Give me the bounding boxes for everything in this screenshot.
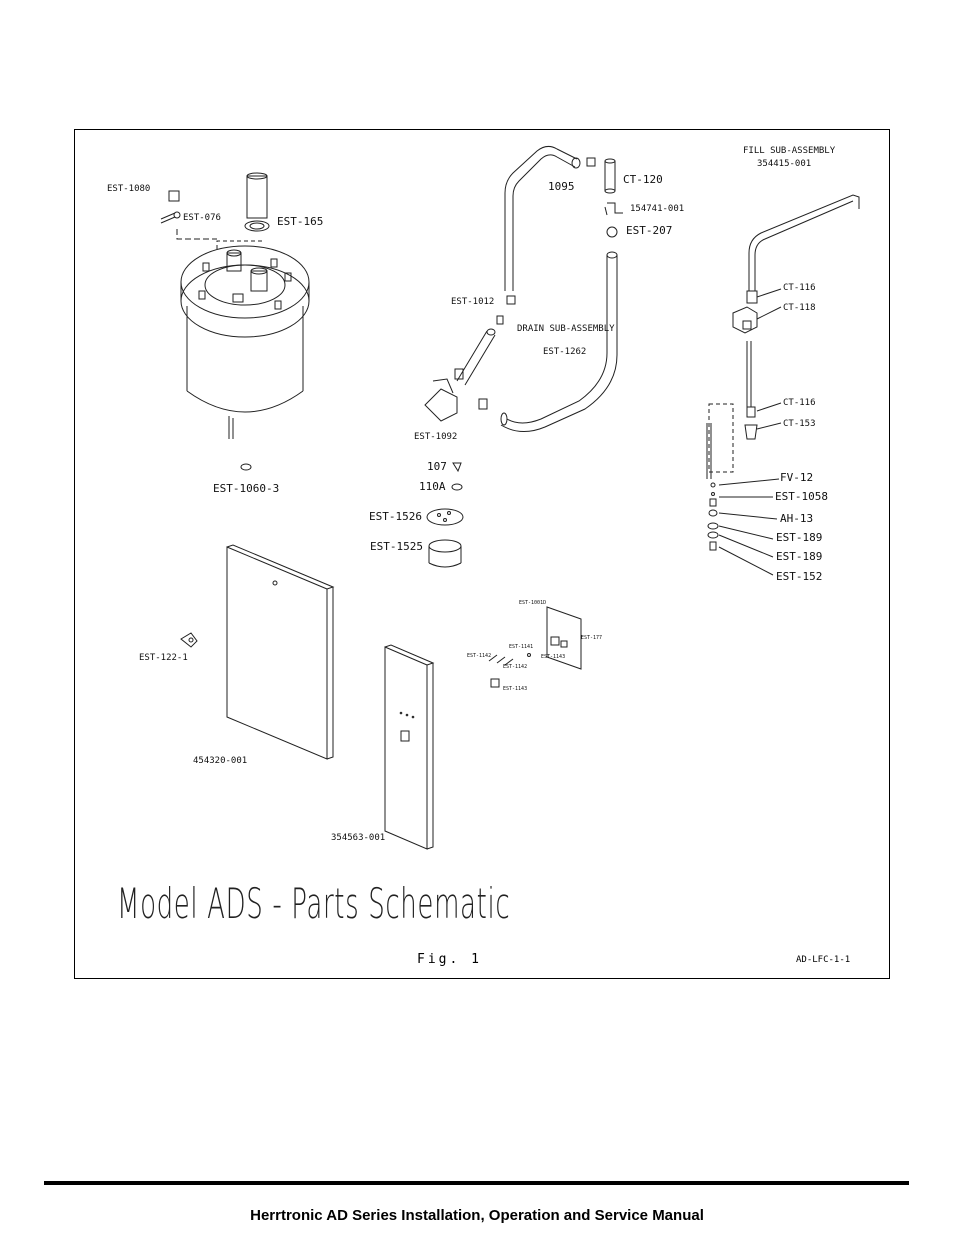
label-est-1141: EST-1141 (509, 644, 534, 650)
label-est-1143-b: EST-1143 (503, 686, 528, 692)
label-ct-116-b: CT-116 (783, 398, 816, 408)
label-fill-sub-number: 354415-001 (757, 159, 812, 169)
label-est-1060-3: EST-1060-3 (213, 482, 280, 495)
label-est-1012: EST-1012 (451, 297, 495, 307)
label-ct-120: CT-120 (623, 173, 663, 186)
label-est-1526: EST-1526 (369, 510, 422, 523)
label-ct-118: CT-118 (783, 303, 816, 313)
label-est-1143-a: EST-1143 (541, 654, 566, 660)
footer-manual-title: Herrtronic AD Series Installation, Opera… (250, 1207, 704, 1224)
label-est-1525: EST-1525 (370, 540, 423, 553)
label-154741-001: 154741-001 (630, 204, 685, 214)
label-est-1058: EST-1058 (775, 490, 828, 503)
label-est-152: EST-152 (776, 570, 823, 583)
drain-pipe-assembly (424, 145, 623, 568)
fill-sub-assembly (706, 194, 860, 576)
footer-rule (44, 1181, 909, 1185)
label-est-177: EST-177 (581, 635, 603, 641)
label-454320-001: 454320-001 (193, 756, 248, 766)
label-est-1262: EST-1262 (543, 347, 587, 357)
label-ct-153: CT-153 (783, 419, 816, 429)
label-est-165: EST-165 (277, 215, 324, 228)
label-est-1142-a: EST-1142 (467, 653, 492, 659)
label-1095: 1095 (548, 180, 575, 193)
label-est-1080: EST-1080 (107, 184, 151, 194)
label-drain-sub-assembly: DRAIN SUB-ASSEMBLY (517, 324, 615, 334)
label-ct-116-a: CT-116 (783, 283, 816, 293)
schematic-title: Model ADS - Parts Schematic (117, 879, 511, 928)
label-ah-13: AH-13 (780, 512, 814, 525)
figure-label: Fig. 1 (417, 952, 482, 967)
label-est-1092: EST-1092 (414, 432, 458, 442)
schematic-frame: EST-1080 EST-076 EST-165 EST-1060-3 1095… (74, 129, 890, 979)
label-est-122-1: EST-122-1 (139, 653, 188, 663)
label-107: 107 (427, 460, 447, 473)
label-est-189-b: EST-189 (776, 550, 823, 563)
drawing-code: AD-LFC-1-1 (796, 955, 851, 965)
label-fv-12: FV-12 (780, 471, 814, 484)
label-110a: 110A (419, 480, 446, 493)
control-board (488, 606, 582, 688)
tank-assembly (160, 172, 310, 471)
label-est-076: EST-076 (183, 213, 221, 223)
label-est-207: EST-207 (626, 224, 673, 237)
label-est-189-a: EST-189 (776, 531, 823, 544)
label-est-1001d: EST-1001D (519, 600, 547, 606)
parts-schematic-drawing (160, 145, 860, 850)
panels (180, 544, 435, 850)
label-est-1142-b: EST-1142 (503, 664, 528, 670)
label-fill-sub-assembly: FILL SUB-ASSEMBLY (743, 146, 836, 156)
label-354563-001: 354563-001 (331, 833, 386, 843)
